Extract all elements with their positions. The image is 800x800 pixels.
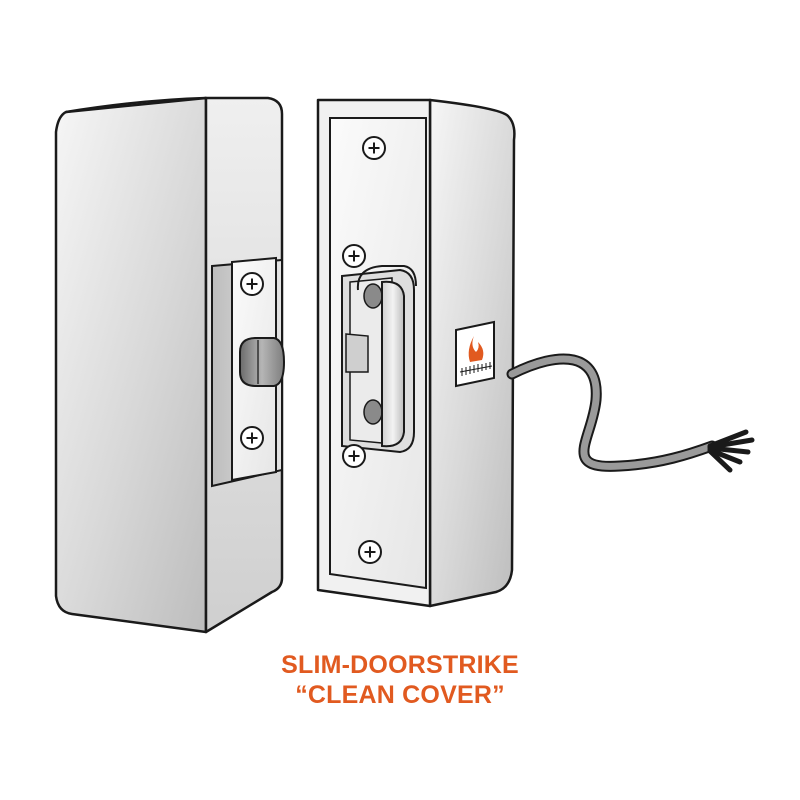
- phillips-screw-icon: [358, 540, 382, 564]
- phillips-screw-icon: [342, 444, 366, 468]
- door-block-front-face: [54, 96, 208, 634]
- flame-warning-label-icon: [455, 320, 495, 388]
- power-cable: [506, 353, 755, 473]
- caption-title: SLIM-DOORSTRIKE: [281, 651, 519, 679]
- frame-block: [316, 98, 516, 608]
- door-block: [54, 96, 286, 634]
- phillips-screw-icon: [342, 244, 366, 268]
- latch-bolt: [239, 337, 286, 387]
- caption-subtitle: “CLEAN COVER”: [295, 681, 505, 709]
- phillips-screw-icon: [240, 272, 264, 296]
- phillips-screw-icon: [362, 136, 386, 160]
- phillips-screw-icon: [240, 426, 264, 450]
- wire-ends: [707, 429, 755, 473]
- strike-keeper: [341, 265, 417, 454]
